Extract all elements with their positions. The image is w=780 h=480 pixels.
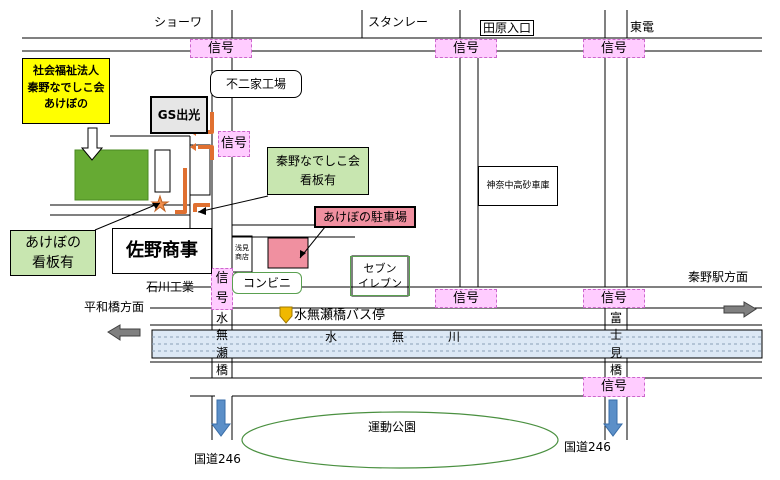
street-showa: ショーワ [154, 15, 203, 29]
seven-line-2: イレブン [358, 277, 402, 291]
park-label: 運動公園 [368, 420, 417, 434]
bridge-fujimi-char: 橋 [609, 363, 622, 378]
shop-line-1: 浅見 [235, 244, 249, 252]
river-char-2: 無 [392, 330, 405, 344]
facility-line-1: 社会福祉法人 [33, 64, 99, 77]
sign-board-akebono: あけぼの 看板有 [10, 230, 96, 276]
facility-building [74, 149, 149, 201]
arrow-down-route-left-icon [211, 399, 231, 437]
sign-akebono-line-1: あけぼの [25, 235, 81, 251]
facility-label-akebono: 社会福祉法人 秦野なでしこ会 あけぼの [22, 58, 110, 124]
sano-shoji: 佐野商事 [112, 228, 212, 274]
signal-top-east: 信号 [583, 39, 645, 58]
bridge-minase-char: 無 [215, 328, 228, 343]
signal-showa-lower: 信号 [211, 268, 233, 310]
signal-top-showa: 信号 [190, 39, 252, 58]
street-stanley: スタンレー [368, 15, 429, 29]
sign-line-2: 看板有 [299, 173, 336, 188]
signal-fujimi-bottom: 信号 [583, 377, 645, 397]
arrow-down-icon [80, 127, 104, 161]
sign-line-1: 秦野なでしこ会 [275, 154, 360, 168]
bridge-fujimi-char: 士 [609, 328, 622, 343]
direction-route246-right: 国道246 [564, 440, 611, 454]
seven-line-1: セブン [363, 262, 397, 275]
facility-line-2: 秦野なでしこ会 [27, 80, 105, 94]
bridge-fujimi-char: 富 [609, 311, 622, 325]
park-area [241, 411, 559, 469]
shop-line-2: 商店 [235, 253, 249, 262]
funiko-factory: 不二家工場 [210, 70, 302, 98]
ishikawa-kogyo: 石川工業 [146, 280, 195, 294]
street-toden: 東電 [630, 20, 655, 34]
signal-top-tahara: 信号 [435, 39, 497, 58]
arrow-down-route-right-icon [603, 399, 623, 437]
signal-mid-east: 信号 [583, 289, 645, 308]
kanagawa-chuko-garage: 神奈中高砂車庫 [478, 166, 558, 206]
river [151, 329, 763, 359]
sign-akebono-line-2: 看板有 [32, 255, 74, 272]
seven-eleven: セブン イレブン [350, 256, 410, 296]
arrow-right-icon [723, 301, 757, 318]
river-char-3: 川 [448, 330, 461, 344]
bus-stop-icon [279, 306, 293, 324]
bridge-fujimi-char: 見 [609, 345, 622, 360]
bridge-minase-char: 瀬 [215, 345, 228, 360]
signal-mid-tahara: 信号 [435, 289, 497, 308]
bridge-fujimi: 富 士 見 橋 [608, 310, 624, 380]
direction-route246-left: 国道246 [194, 452, 241, 466]
street-tahara-iriguchi: 田原入口 [480, 20, 535, 37]
facility-line-3: あけぼの [44, 97, 88, 110]
arrow-left-icon [107, 324, 141, 341]
asami-shop: 浅見 商店 [232, 240, 252, 270]
river-char-1: 水 [325, 330, 338, 344]
bridge-minase-char: 水 [215, 311, 228, 325]
bridge-minase: 水 無 瀬 橋 [214, 310, 230, 380]
convenience-store: コンビニ [232, 272, 302, 294]
direction-hadano-station: 秦野駅方面 [688, 270, 749, 284]
gs-idemitsu: GS出光 [150, 96, 208, 134]
sign-board-nadeshiko: 秦野なでしこ会 看板有 [267, 147, 369, 195]
bridge-minase-char: 橋 [215, 363, 228, 378]
parking-label: あけぼの駐車場 [314, 206, 416, 228]
direction-heiwabashi: 平和橋方面 [84, 300, 145, 314]
bus-stop-label: 水無瀬橋バス停 [294, 308, 386, 323]
signal-gs: 信号 [218, 131, 250, 157]
